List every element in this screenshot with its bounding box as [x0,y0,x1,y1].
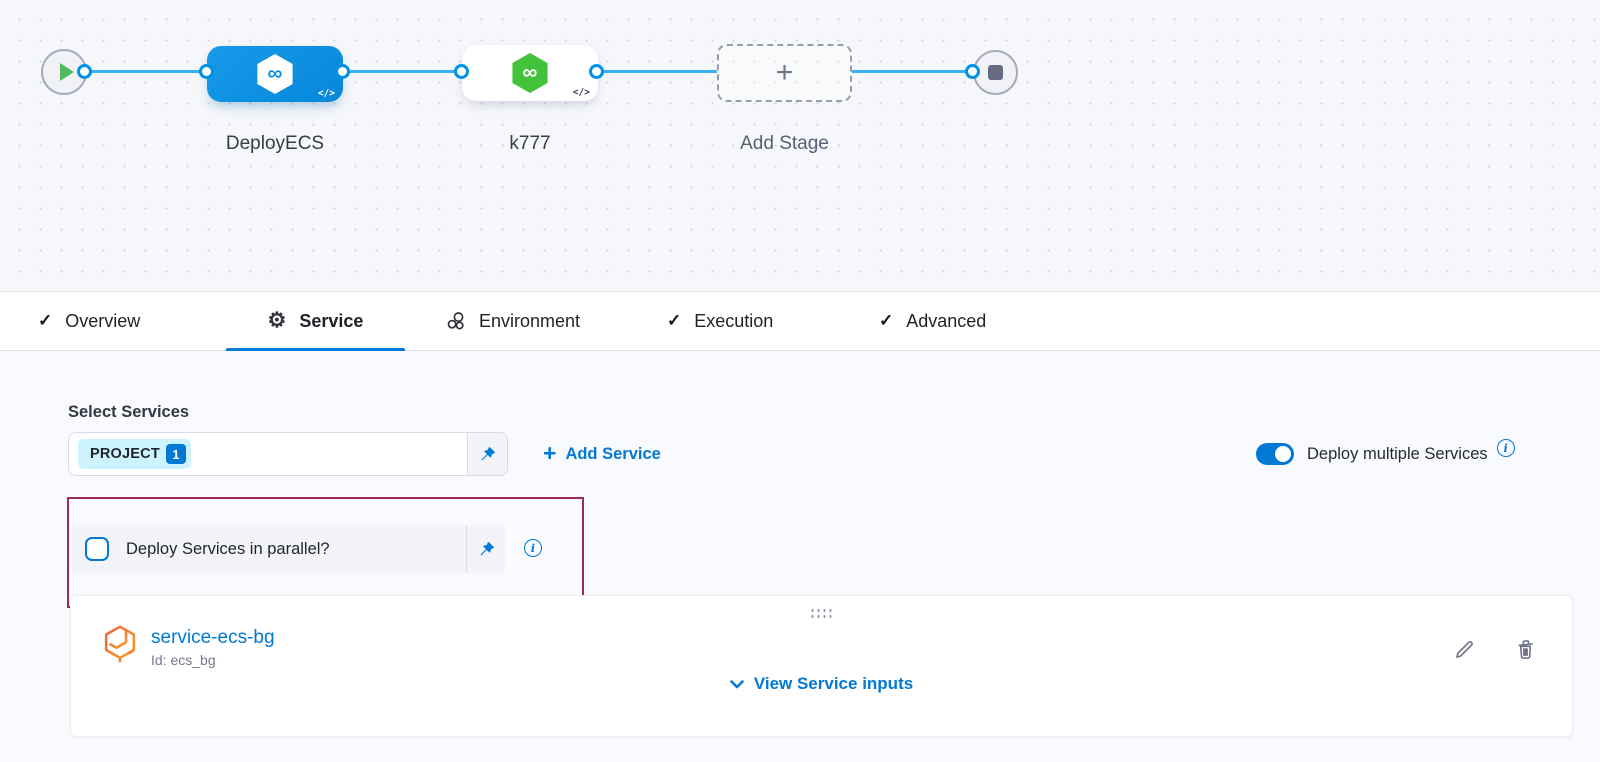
stage-node-deployecs[interactable]: ∞ </> [207,46,343,102]
environment-icon [446,311,466,331]
check-icon: ✓ [879,311,893,331]
stage-label-deployecs: DeployECS [207,133,343,155]
trash-icon [1514,638,1537,661]
plus-icon: + [776,56,794,90]
connector-line [85,70,207,73]
add-stage-label: Add Stage [717,133,852,155]
play-icon [60,63,74,81]
service-tab-panel: Select Services PROJECT 1 + Add Service … [0,352,1600,762]
view-service-inputs-button[interactable]: View Service inputs [71,674,1572,694]
deploy-multiple-toggle[interactable] [1256,443,1294,465]
connector-dot[interactable] [454,64,469,79]
add-service-button[interactable]: + Add Service [543,432,661,476]
edit-service-button[interactable] [1452,637,1476,661]
connector-dot[interactable] [335,64,350,79]
chevron-down-icon [730,680,744,689]
pin-icon [478,541,495,558]
services-select-input[interactable]: PROJECT 1 [68,432,508,476]
stage-label-k777: k777 [462,133,598,155]
pipeline-canvas[interactable]: ∞ </> ∞ </> + DeployECS k777 Add Stage [0,0,1600,291]
connector-line [343,70,462,73]
delete-service-button[interactable] [1513,637,1537,661]
service-card-actions [1452,637,1537,661]
connector-dot[interactable] [589,64,604,79]
tab-label: Execution [694,311,773,332]
service-id-text: Id: ecs_bg [151,652,216,668]
stage-node-k777[interactable]: ∞ </> [462,45,598,101]
chip-label: PROJECT [90,446,160,462]
service-name-link[interactable]: service-ecs-bg [151,627,275,649]
pin-runtime-input-button[interactable] [467,433,507,475]
gear-icon: ⚙ [268,310,287,331]
harness-cd-icon: ∞ [255,54,295,94]
tab-label: Service [299,311,363,332]
deploy-multiple-label: Deploy multiple Services [1307,445,1488,464]
drag-handle-icon[interactable] [811,609,832,618]
deploy-parallel-checkbox[interactable] [85,537,109,561]
deploy-multiple-services-control: Deploy multiple Services i [1256,432,1515,476]
service-card: service-ecs-bg Id: ecs_bg [70,595,1573,737]
connector-dot[interactable] [965,64,980,79]
tab-environment[interactable]: Environment [446,292,580,350]
stage-config-tabbar: ✓ Overview ⚙ Service Environment ✓ Execu… [0,291,1600,351]
view-inputs-label: View Service inputs [754,674,913,694]
connector-line [597,70,717,73]
deploy-parallel-field: Deploy Services in parallel? [71,525,505,573]
connector-dot[interactable] [199,64,214,79]
tab-label: Environment [479,311,580,332]
service-icon [101,623,139,665]
plus-icon: + [543,442,556,465]
select-services-label: Select Services [68,403,189,422]
tab-overview[interactable]: ✓ Overview [38,292,140,350]
pencil-icon [1453,638,1476,661]
add-stage-button[interactable]: + [717,44,852,102]
connector-line [852,70,973,73]
add-service-label: Add Service [565,445,660,464]
code-badge-icon: </> [318,88,335,99]
code-badge-icon: </> [573,87,590,98]
pin-icon [479,446,496,463]
tab-advanced[interactable]: ✓ Advanced [879,292,986,350]
project-services-chip[interactable]: PROJECT 1 [78,439,191,469]
deploy-parallel-label: Deploy Services in parallel? [126,540,330,559]
harness-cd-icon: ∞ [510,53,550,93]
connector-dot[interactable] [77,64,92,79]
check-icon: ✓ [38,311,52,331]
tab-label: Overview [65,311,140,332]
tab-execution[interactable]: ✓ Execution [667,292,773,350]
chip-count-badge: 1 [166,444,186,464]
info-icon[interactable]: i [1497,439,1515,457]
info-icon[interactable]: i [524,539,542,557]
tab-service[interactable]: ⚙ Service [226,292,405,350]
toggle-knob [1275,446,1291,462]
tab-label: Advanced [906,311,986,332]
stop-icon [988,65,1003,80]
pin-runtime-input-button[interactable] [466,525,505,573]
check-icon: ✓ [667,311,681,331]
